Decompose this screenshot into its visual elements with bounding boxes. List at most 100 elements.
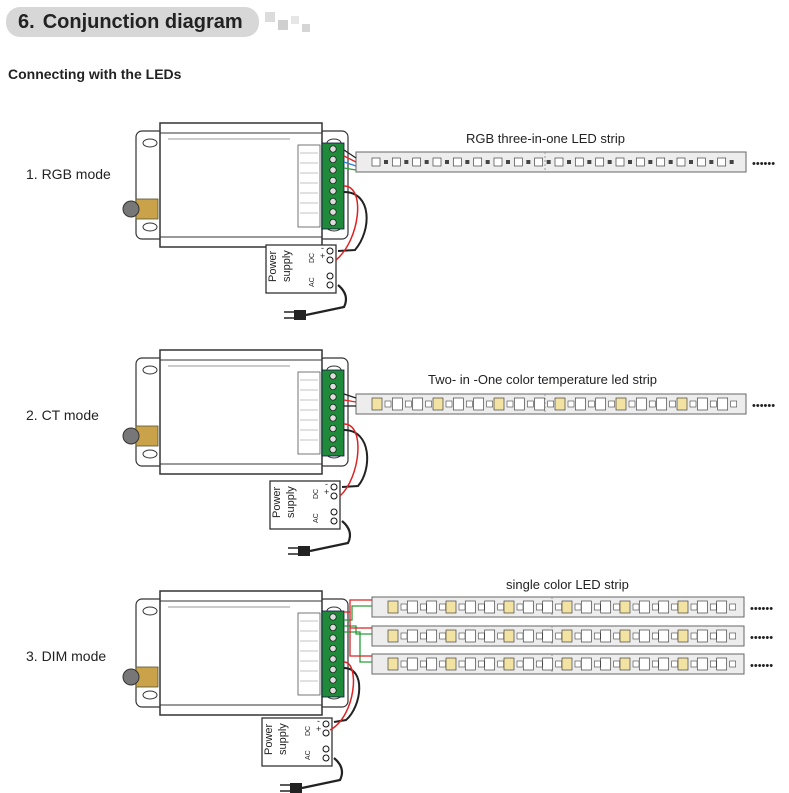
resistor xyxy=(729,160,734,164)
resistor xyxy=(632,660,640,668)
antenna-knob-icon xyxy=(122,668,140,686)
led-chip xyxy=(619,629,631,643)
wire-black xyxy=(343,393,357,399)
resistor xyxy=(465,160,470,164)
led-chip xyxy=(484,629,496,643)
screw-hole xyxy=(142,690,158,700)
resistor xyxy=(445,160,449,164)
resistor xyxy=(536,660,543,668)
resistor xyxy=(690,632,698,640)
resistor xyxy=(689,160,693,164)
led-chip xyxy=(445,629,457,643)
resistor xyxy=(526,160,531,164)
wire-red xyxy=(344,599,372,613)
ac-terminal xyxy=(326,272,334,280)
led-strip-2: •••••• xyxy=(355,393,775,415)
resistor xyxy=(547,400,554,408)
led-chip xyxy=(503,657,515,671)
section-heading: 6. Conjunction diagram xyxy=(6,6,313,38)
resistor xyxy=(729,632,736,640)
led-chip xyxy=(696,629,708,643)
resistor xyxy=(506,160,510,164)
led-chip xyxy=(696,600,708,614)
led-chip xyxy=(676,157,686,167)
resistor xyxy=(384,160,388,164)
led-chip xyxy=(619,657,631,671)
resistor xyxy=(400,632,408,640)
led-chip xyxy=(412,397,424,411)
resistor xyxy=(405,400,412,408)
resistor xyxy=(648,160,653,164)
led-chip xyxy=(542,629,554,643)
terminal-screw xyxy=(329,613,337,621)
led-chip xyxy=(371,397,383,411)
strip-label-dim: single color LED strip xyxy=(506,577,629,592)
strip-label-ct: Two- in -One color temperature led strip xyxy=(428,372,658,387)
continuation-dots: •••••• xyxy=(750,632,773,644)
led-chip xyxy=(619,600,631,614)
resistor xyxy=(497,660,504,668)
resistor xyxy=(671,632,678,640)
led-chip xyxy=(600,629,612,643)
resistor xyxy=(669,400,676,408)
mode-label-rgb: 1. RGB mode xyxy=(26,166,111,182)
led-chip xyxy=(406,629,418,643)
resistor xyxy=(516,603,524,611)
wire-red xyxy=(349,628,372,657)
resistor xyxy=(652,603,659,611)
controller-housing xyxy=(159,590,323,716)
resistor xyxy=(486,400,493,408)
led-chip xyxy=(493,397,505,411)
resistor xyxy=(506,400,514,408)
led-chip xyxy=(638,600,650,614)
led-chip xyxy=(635,157,645,167)
resistor xyxy=(690,660,698,668)
led-chip xyxy=(600,657,612,671)
led-chip xyxy=(534,157,544,167)
terminal-screw xyxy=(329,634,337,642)
resistor xyxy=(710,603,717,611)
led-chip xyxy=(656,157,666,167)
led-chip xyxy=(473,157,483,167)
terminal-screw xyxy=(329,382,337,391)
led-chip xyxy=(464,657,476,671)
led-chip xyxy=(387,629,399,643)
led-chip xyxy=(600,600,612,614)
wire-black xyxy=(343,149,357,159)
terminal-screw xyxy=(329,393,337,401)
led-chip xyxy=(426,600,438,614)
led-chip xyxy=(554,157,564,167)
resistor xyxy=(445,400,453,408)
dc-label: DC xyxy=(309,253,316,263)
resistor xyxy=(420,603,427,611)
ac-terminal xyxy=(322,745,330,753)
resistor xyxy=(594,660,601,668)
dc-terminal xyxy=(322,720,330,728)
resistor xyxy=(671,660,678,668)
resistor xyxy=(649,400,656,408)
continuation-dots: •••••• xyxy=(752,158,775,170)
terminal-screw xyxy=(329,676,337,684)
terminal-screw xyxy=(329,155,337,164)
mode-label-ct: 2. CT mode xyxy=(26,407,99,423)
led-chip xyxy=(677,600,689,614)
resistor xyxy=(588,400,595,408)
ac-label: AC xyxy=(305,750,312,760)
subheading: Connecting with the LEDs xyxy=(8,66,182,82)
resistor xyxy=(632,603,640,611)
led-chip xyxy=(574,157,584,167)
wire-red xyxy=(343,399,357,403)
power-supply-label: supply xyxy=(281,250,293,282)
resistor xyxy=(527,400,534,408)
led-chip xyxy=(426,657,438,671)
resistor xyxy=(478,660,485,668)
ac-terminal xyxy=(322,754,330,762)
terminal-label-plate xyxy=(297,371,321,455)
resistor xyxy=(671,603,678,611)
led-chip xyxy=(542,600,554,614)
resistor xyxy=(478,603,485,611)
led-chip xyxy=(638,657,650,671)
power-supply-box xyxy=(261,717,333,767)
screw-hole xyxy=(142,222,158,232)
